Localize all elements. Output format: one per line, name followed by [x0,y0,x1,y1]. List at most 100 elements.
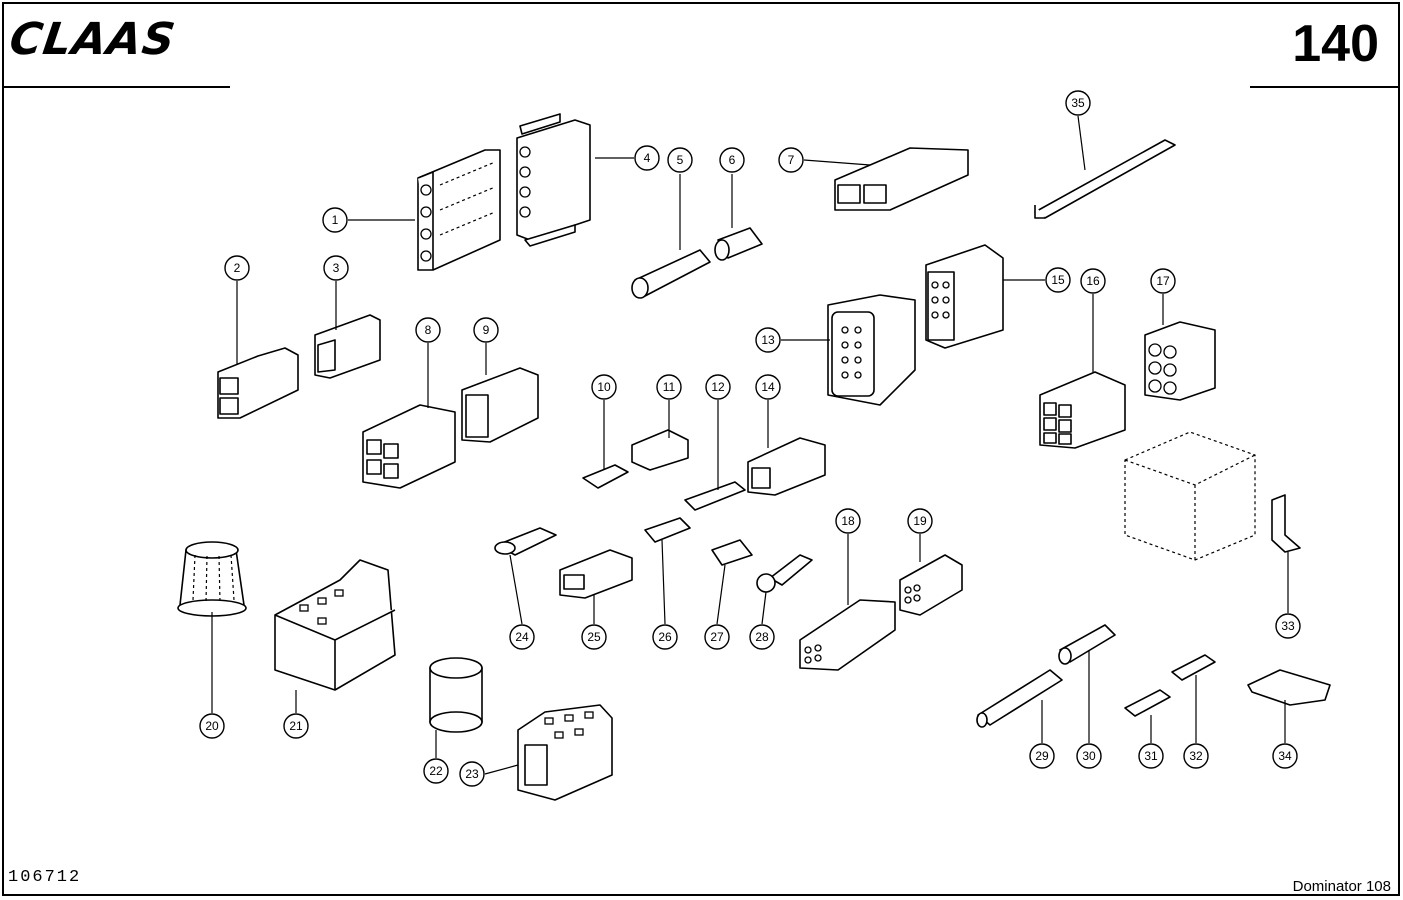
callout-11: 11 [656,374,682,400]
svg-text:33: 33 [1281,619,1295,633]
part-26-terminal [644,517,691,543]
callout-13: 13 [755,327,781,353]
part-17-round-pin-housing [1144,321,1216,401]
callout-31: 31 [1138,743,1164,769]
part-30-socket-contact [1058,624,1116,665]
callout-15: 15 [1045,267,1071,293]
callout-26: 26 [652,624,678,650]
part-29-pin [976,669,1063,728]
part-16-six-way-housing [1039,371,1126,449]
svg-text:31: 31 [1144,749,1158,763]
part-10-terminal [582,464,629,489]
svg-text:32: 32 [1189,749,1203,763]
svg-text:16: 16 [1086,274,1100,288]
svg-text:4: 4 [644,151,651,165]
svg-text:19: 19 [913,514,927,528]
document-id: 106712 [8,868,82,887]
part-28-ring-terminal [756,554,813,593]
svg-text:13: 13 [761,333,775,347]
svg-text:10: 10 [597,380,611,394]
callout-5: 5 [667,147,693,173]
part-2-two-way-housing [217,347,299,419]
svg-text:3: 3 [333,261,340,275]
svg-text:7: 7 [788,153,795,167]
part-4-connector-housing [516,113,591,247]
callout-25: 25 [581,624,607,650]
callout-12: 12 [705,374,731,400]
svg-text:35: 35 [1071,96,1085,110]
callout-18: 18 [835,508,861,534]
callout-6: 6 [719,147,745,173]
callout-8: 8 [415,317,441,343]
part-7-flat-housing [834,147,969,211]
svg-text:12: 12 [711,380,725,394]
callout-1: 1 [322,207,348,233]
callout-34: 34 [1272,743,1298,769]
part-24-cap [494,527,557,556]
svg-text:27: 27 [710,630,724,644]
svg-text:6: 6 [729,153,736,167]
callout-4: 4 [634,145,660,171]
part-34-terminal [1247,669,1331,706]
callout-29: 29 [1029,743,1055,769]
part-20-round-connector [177,541,247,617]
callout-35: 35 [1065,90,1091,116]
svg-text:22: 22 [429,764,443,778]
part-9-housing [461,367,539,443]
callout-28: 28 [749,624,775,650]
part-18-inline-housing [799,599,896,671]
svg-text:20: 20 [205,719,219,733]
svg-text:28: 28 [755,630,769,644]
part-23-housing [517,704,613,801]
part-27-terminal [711,539,753,566]
svg-text:9: 9 [483,323,490,337]
callout-14: 14 [755,374,781,400]
callout-9: 9 [473,317,499,343]
callout-22: 22 [423,758,449,784]
callout-3: 3 [323,255,349,281]
model-name: Dominator 108 [1292,878,1391,895]
svg-text:5: 5 [677,153,684,167]
callout-21: 21 [283,713,309,739]
svg-text:11: 11 [663,380,676,394]
svg-text:24: 24 [515,630,529,644]
svg-text:17: 17 [1156,274,1170,288]
svg-text:26: 26 [658,630,672,644]
svg-text:14: 14 [761,380,775,394]
part-13-multipin-connector [827,294,916,406]
part-3-housing [314,314,381,379]
page-number: 140 [1292,15,1379,73]
callout-2: 2 [224,255,250,281]
callout-32: 32 [1183,743,1209,769]
svg-text:23: 23 [465,767,479,781]
callout-24: 24 [509,624,535,650]
svg-text:1: 1 [332,213,339,227]
svg-text:8: 8 [425,323,432,337]
part-31-terminal [1124,689,1171,717]
svg-text:18: 18 [841,514,855,528]
leader-lines [211,115,1289,775]
part-25-flat-housing [559,549,633,599]
callout-19: 19 [907,508,933,534]
part-33-terminal [1271,494,1301,553]
part-5-inline-connector [631,249,711,299]
part-35-extraction-tool [1034,139,1176,219]
part-14-housing [747,437,826,496]
part-32-terminal [1171,654,1216,681]
part-22-cylindrical-socket [429,657,483,733]
callout-27: 27 [704,624,730,650]
svg-text:2: 2 [234,261,241,275]
part-8-four-way-housing [362,404,456,489]
part-dashed-housing-outline [1124,431,1256,561]
part-11-small-housing [631,429,689,471]
callout-33: 33 [1275,613,1301,639]
part-21-relay-socket [274,559,396,691]
svg-text:30: 30 [1082,749,1096,763]
callout-16: 16 [1080,268,1106,294]
header-rule-right [1250,86,1400,88]
part-1-connector-housing [417,149,501,271]
part-12-terminal [684,481,746,511]
callout-7: 7 [778,147,804,173]
